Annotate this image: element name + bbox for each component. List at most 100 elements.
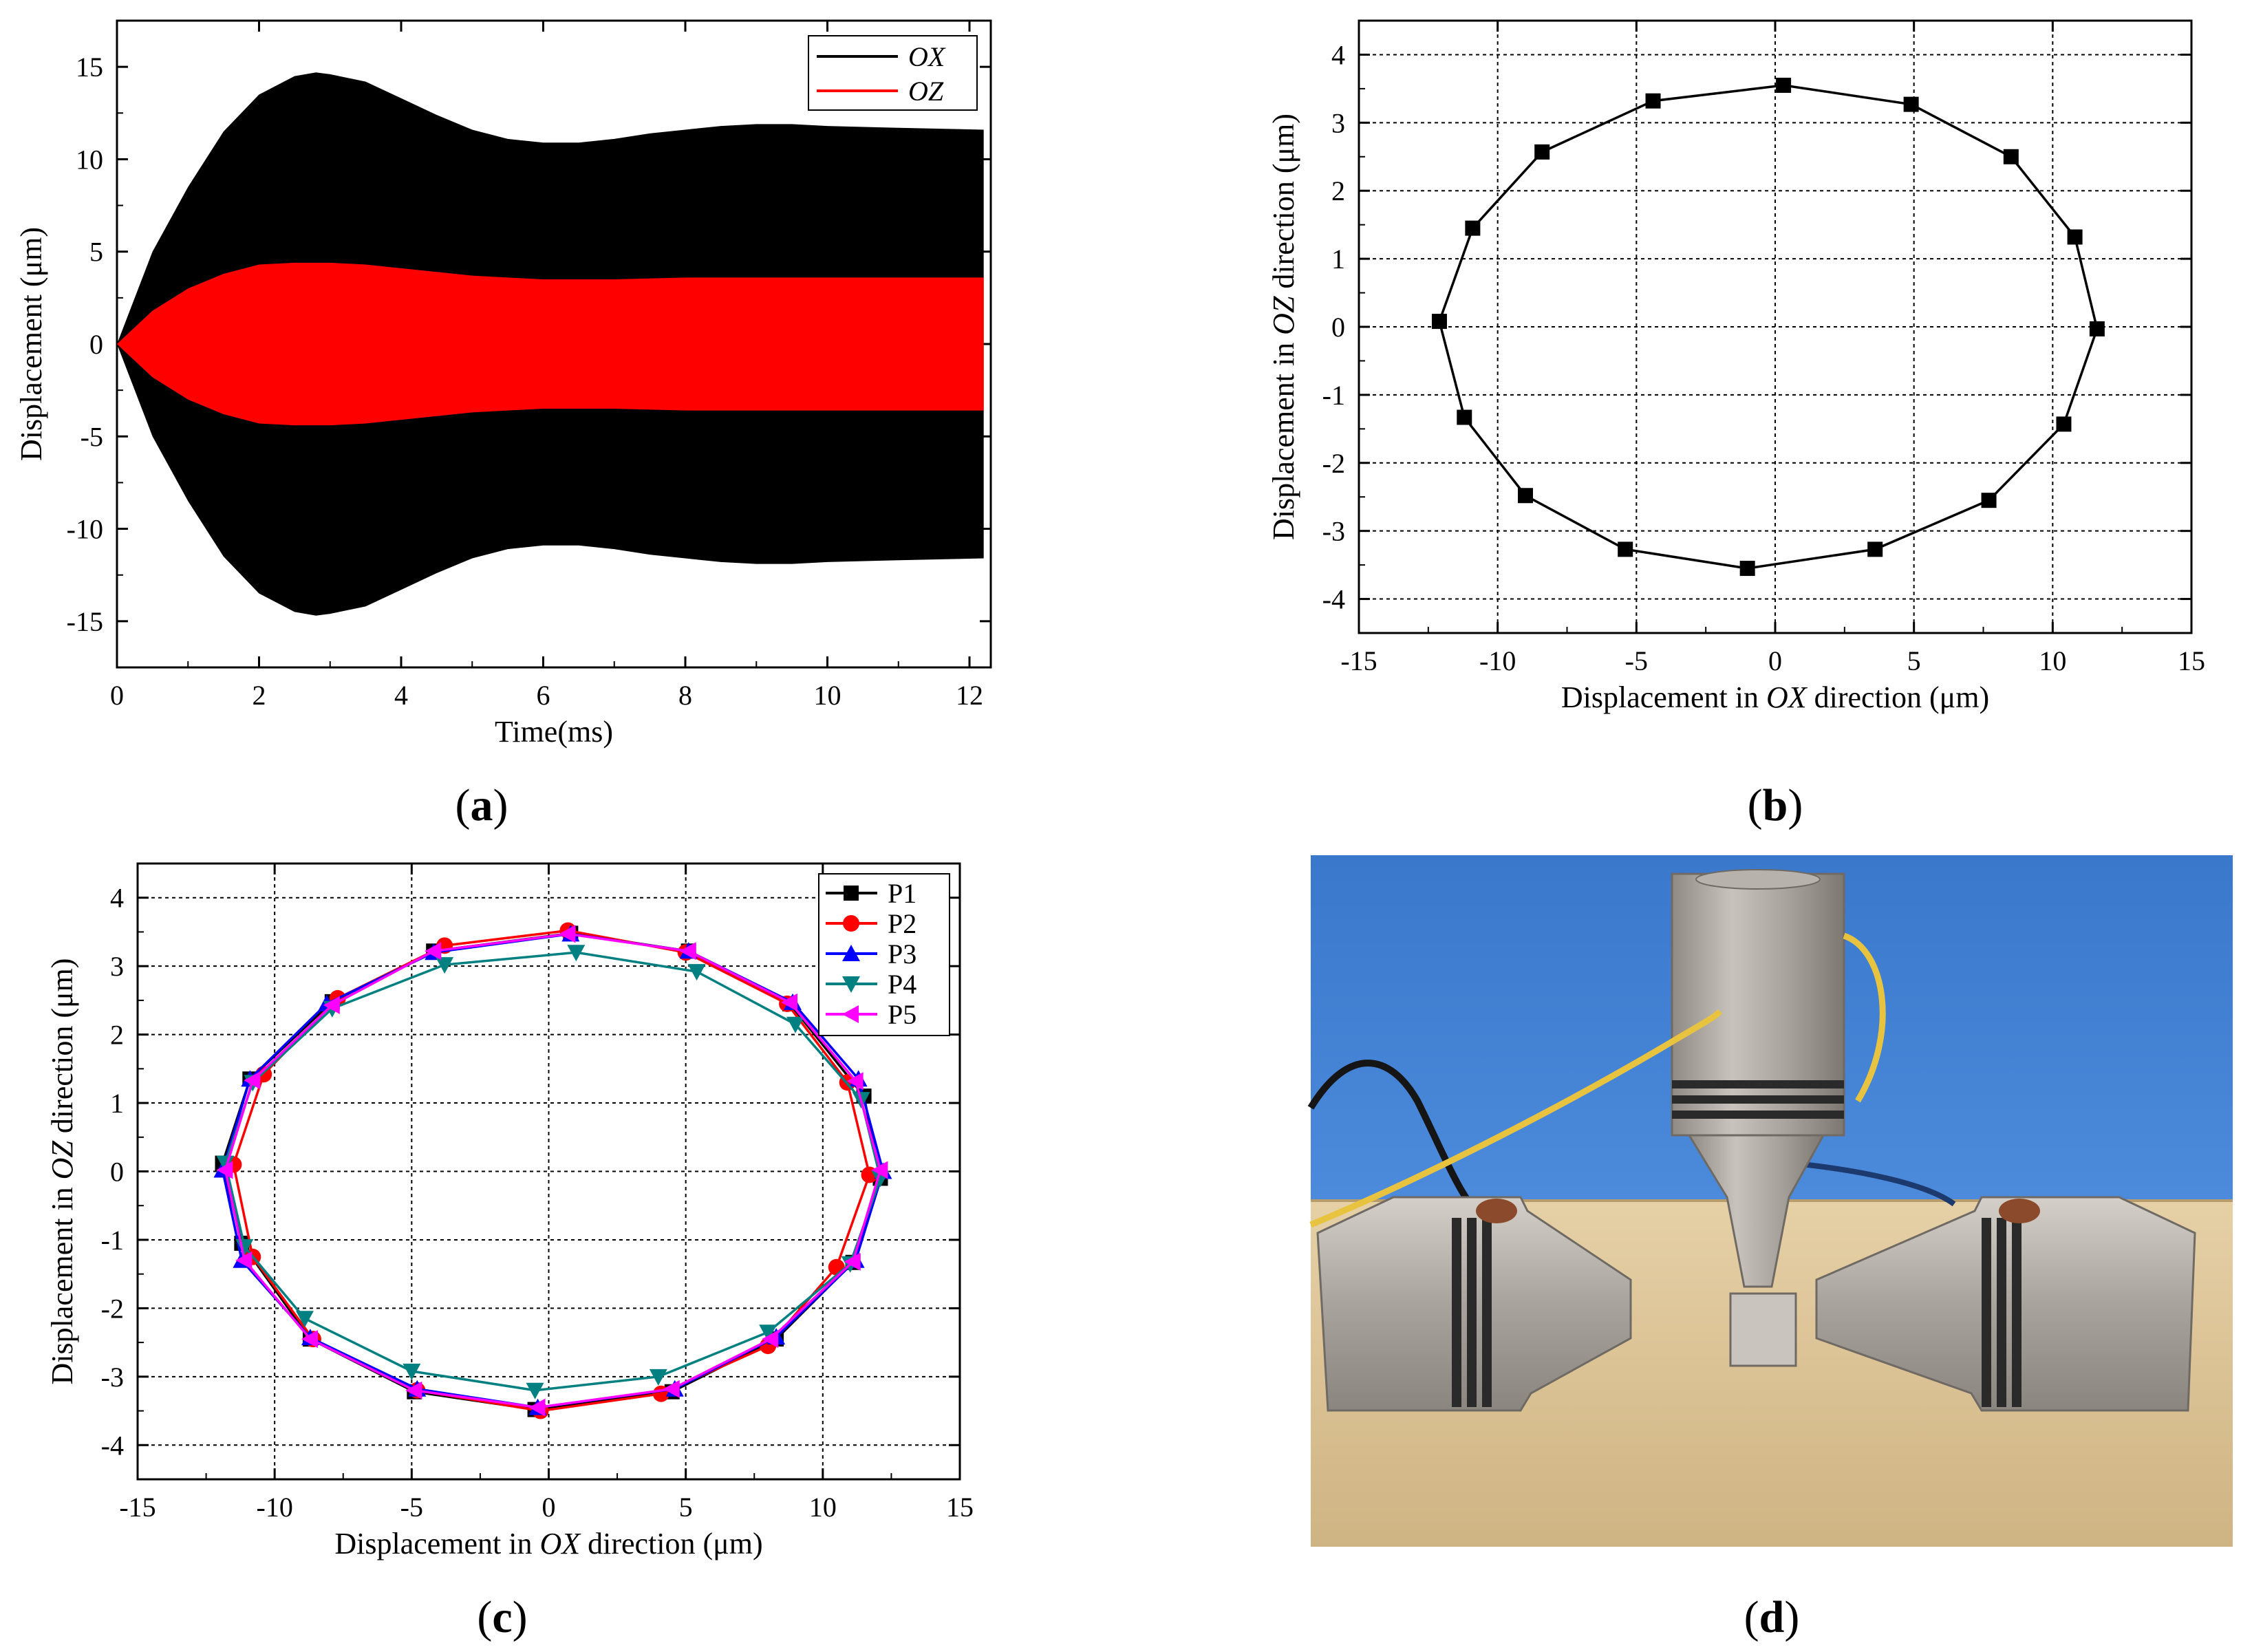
legend-label-p5: P5	[888, 999, 916, 1030]
y-tick-label: -2	[1322, 448, 1345, 479]
x-tick-label: 0	[110, 680, 124, 711]
data-point-p5	[235, 1251, 253, 1269]
y-axis-title-part: OZ	[1267, 296, 1300, 335]
y-tick-label: 10	[76, 144, 103, 175]
y-tick-label: 4	[1331, 39, 1345, 70]
y-axis-title-part: direction (μm)	[1267, 114, 1300, 297]
data-point-p5	[528, 1398, 546, 1417]
x-tick-label: 4	[394, 680, 408, 711]
data-point	[1739, 561, 1755, 577]
x-tick-label: 0	[1768, 645, 1782, 676]
y-axis-title-part: OZ	[45, 1141, 79, 1180]
y-tick-label: 4	[110, 883, 124, 914]
legend-label-p1: P1	[888, 878, 916, 909]
x-tick-label: 10	[809, 1492, 837, 1523]
data-point-p4	[295, 1311, 314, 1328]
data-point-p5	[762, 1330, 779, 1349]
data-point	[1981, 493, 1997, 508]
envelope-oz	[117, 262, 984, 426]
x-axis-title-part: OX	[1766, 680, 1808, 714]
y-tick-label: -4	[1322, 584, 1345, 615]
y-tick-label: 2	[1331, 175, 1345, 206]
legend-box	[808, 35, 978, 111]
x-axis-title: Displacement in OX direction (μm)	[334, 1527, 762, 1560]
data-point-p5	[679, 942, 696, 961]
workpiece-cube	[1729, 1292, 1797, 1367]
data-point-p4	[687, 964, 706, 981]
y-axis-title-part: Displacement in	[1267, 335, 1300, 540]
data-point-p4	[216, 1155, 235, 1172]
legend-label-p4: P4	[888, 969, 916, 1000]
x-tick-label: 15	[946, 1492, 974, 1523]
legend-label-ox: OX	[908, 41, 946, 72]
y-tick-label: -1	[101, 1225, 124, 1256]
y-tick-label: 5	[89, 237, 103, 268]
data-point-p5	[244, 1071, 261, 1090]
yellow-cable	[1309, 1009, 1723, 1228]
data-point	[1518, 488, 1533, 504]
data-point-p4	[403, 1363, 421, 1380]
y-tick-label: -1	[1322, 380, 1345, 411]
vertical-transducer	[1671, 872, 1845, 1137]
x-tick-label: 8	[678, 680, 692, 711]
data-point	[1465, 220, 1481, 236]
data-point-p4	[567, 945, 586, 962]
x-tick-label: 12	[956, 680, 983, 711]
y-tick-label: -2	[101, 1293, 124, 1324]
data-point-p4	[649, 1369, 667, 1386]
y-tick-label: 1	[1331, 244, 1345, 275]
panel-d-photo	[1307, 855, 2233, 1547]
y-tick-label: -3	[1322, 516, 1345, 547]
data-point-p4	[436, 957, 454, 974]
y-tick-label: -5	[81, 421, 103, 452]
data-point-p4	[786, 1016, 804, 1033]
x-axis-title: Time(ms)	[495, 715, 613, 749]
panel-b-letter: b	[1763, 780, 1788, 830]
x-axis-title-part: direction (μm)	[1807, 680, 1990, 714]
panel-c-letter: c	[492, 1592, 512, 1642]
data-point	[1457, 409, 1472, 425]
legend-label-p2: P2	[888, 908, 916, 939]
data-point-p5	[216, 1161, 233, 1179]
data-point-p5	[871, 1161, 888, 1179]
y-tick-label: 0	[1331, 312, 1345, 343]
x-tick-label: -5	[400, 1492, 423, 1523]
data-point-p5	[301, 1330, 318, 1349]
y-axis-title: Displacement (μm)	[14, 227, 48, 461]
x-tick-label: -10	[1479, 645, 1516, 676]
data-point-p5	[781, 993, 798, 1011]
legend-marker-p3	[842, 945, 860, 961]
x-axis-title-part: OX	[539, 1527, 581, 1560]
data-point-p4	[759, 1324, 778, 1342]
y-tick-label: -15	[67, 606, 103, 637]
x-tick-label: 6	[537, 680, 550, 711]
legend-marker-p1	[844, 886, 859, 901]
data-point-p5	[846, 1072, 864, 1091]
panel-a-label: (a)	[455, 780, 508, 830]
x-tick-label: -15	[119, 1492, 156, 1523]
y-tick-label: -3	[101, 1362, 124, 1393]
panel-b-label: (b)	[1748, 780, 1803, 830]
data-point-p5	[405, 1381, 422, 1399]
legend-label-oz: OZ	[908, 76, 944, 107]
legend-marker-p4	[842, 976, 860, 993]
panel-c-label: (c)	[477, 1592, 527, 1642]
legend-label-p3: P3	[888, 938, 916, 969]
x-tick-label: 10	[814, 680, 841, 711]
y-tick-label: 2	[110, 1020, 124, 1051]
y-tick-label: -10	[67, 514, 103, 545]
data-point-p4	[526, 1382, 544, 1399]
y-tick-label: 3	[110, 951, 124, 982]
data-point	[2003, 149, 2019, 164]
x-tick-label: -10	[257, 1492, 293, 1523]
data-point	[2067, 229, 2083, 245]
y-axis-title-part: direction (μm)	[45, 958, 79, 1141]
panel-d-letter: d	[1759, 1592, 1785, 1642]
data-point	[1867, 541, 1883, 557]
y-tick-label: 15	[76, 52, 103, 83]
data-point	[1903, 96, 1919, 112]
x-axis-title-part: Displacement in	[1561, 680, 1766, 714]
data-point	[1645, 93, 1661, 109]
